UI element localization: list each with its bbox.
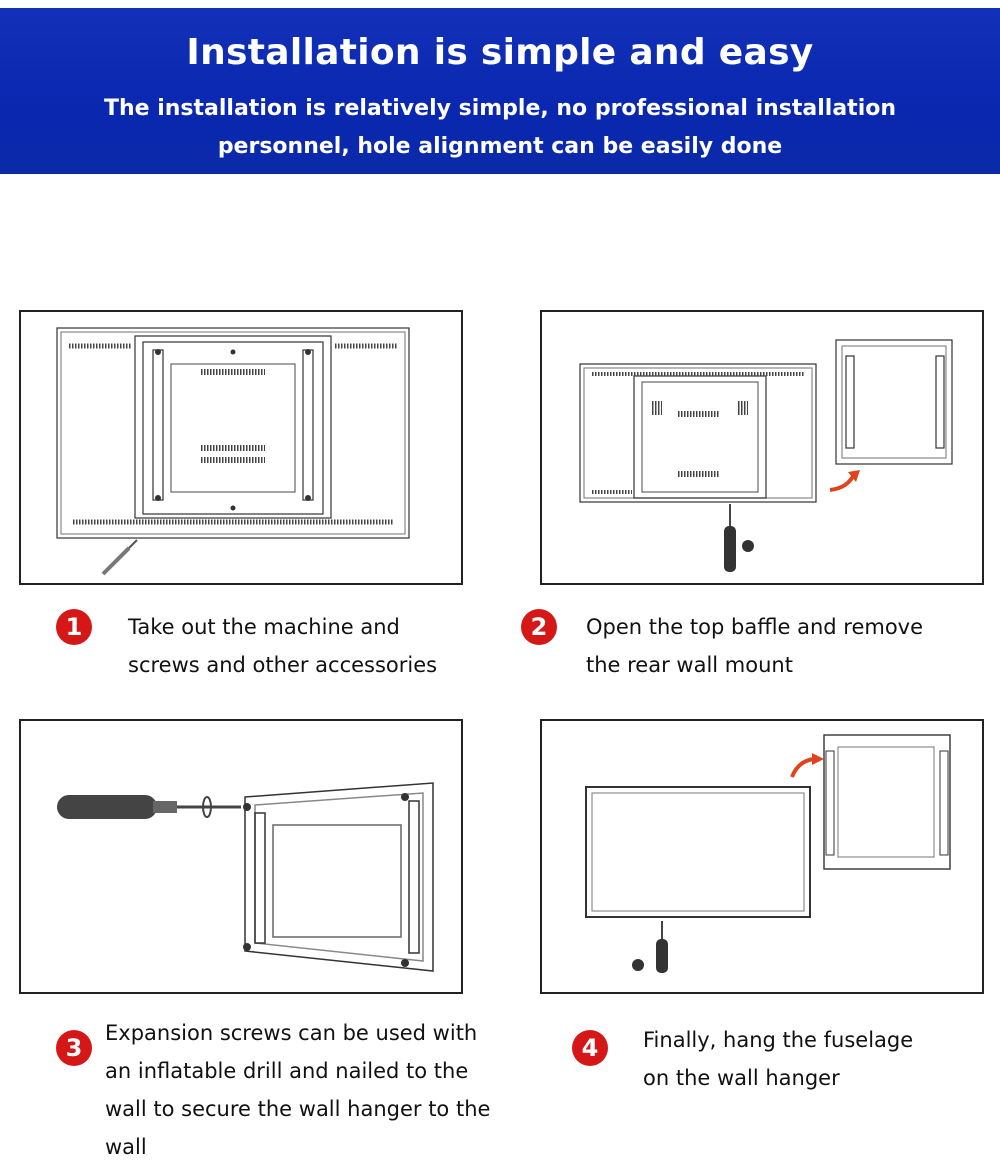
subtitle-line-2: personnel, hole alignment can be easily … xyxy=(217,134,783,159)
page-subtitle: The installation is relatively simple, n… xyxy=(0,90,1000,166)
step-4-text: Finally, hang the fuselage on the wall h… xyxy=(643,1028,914,1090)
step-3-illustration xyxy=(19,719,463,994)
step-4-illustration xyxy=(540,719,984,994)
drill-and-wall-hanger-drawing xyxy=(57,782,434,972)
subtitle-line-1: The installation is relatively simple, n… xyxy=(103,96,897,121)
step-2-text: Open the top baffle and remove the rear … xyxy=(586,615,924,677)
tv-back-with-mount-drawing xyxy=(56,327,410,576)
step-1-badge: 1 xyxy=(56,609,92,645)
step-4-badge: 4 xyxy=(572,1030,608,1066)
screwdriver-icon xyxy=(632,921,668,973)
drill-icon xyxy=(57,795,241,819)
page-title: Installation is simple and easy xyxy=(186,32,814,73)
curved-arrow-icon xyxy=(829,473,856,492)
step-1-illustration xyxy=(19,310,463,585)
step-1-text: Take out the machine and screws and othe… xyxy=(128,615,438,677)
screwdriver-icon xyxy=(724,504,754,572)
step-3-text: Expansion screws can be used with an inf… xyxy=(105,1021,491,1159)
curved-arrow-icon xyxy=(790,757,815,778)
tv-hanging-on-wall-drawing xyxy=(585,734,951,973)
tv-and-removed-mount-drawing xyxy=(579,339,953,572)
screwdriver-icon xyxy=(101,539,138,576)
header-banner: Installation is simple and easy The inst… xyxy=(0,8,1000,174)
step-2-badge: 2 xyxy=(521,609,557,645)
step-3-badge: 3 xyxy=(56,1030,92,1066)
step-2-illustration xyxy=(540,310,984,585)
